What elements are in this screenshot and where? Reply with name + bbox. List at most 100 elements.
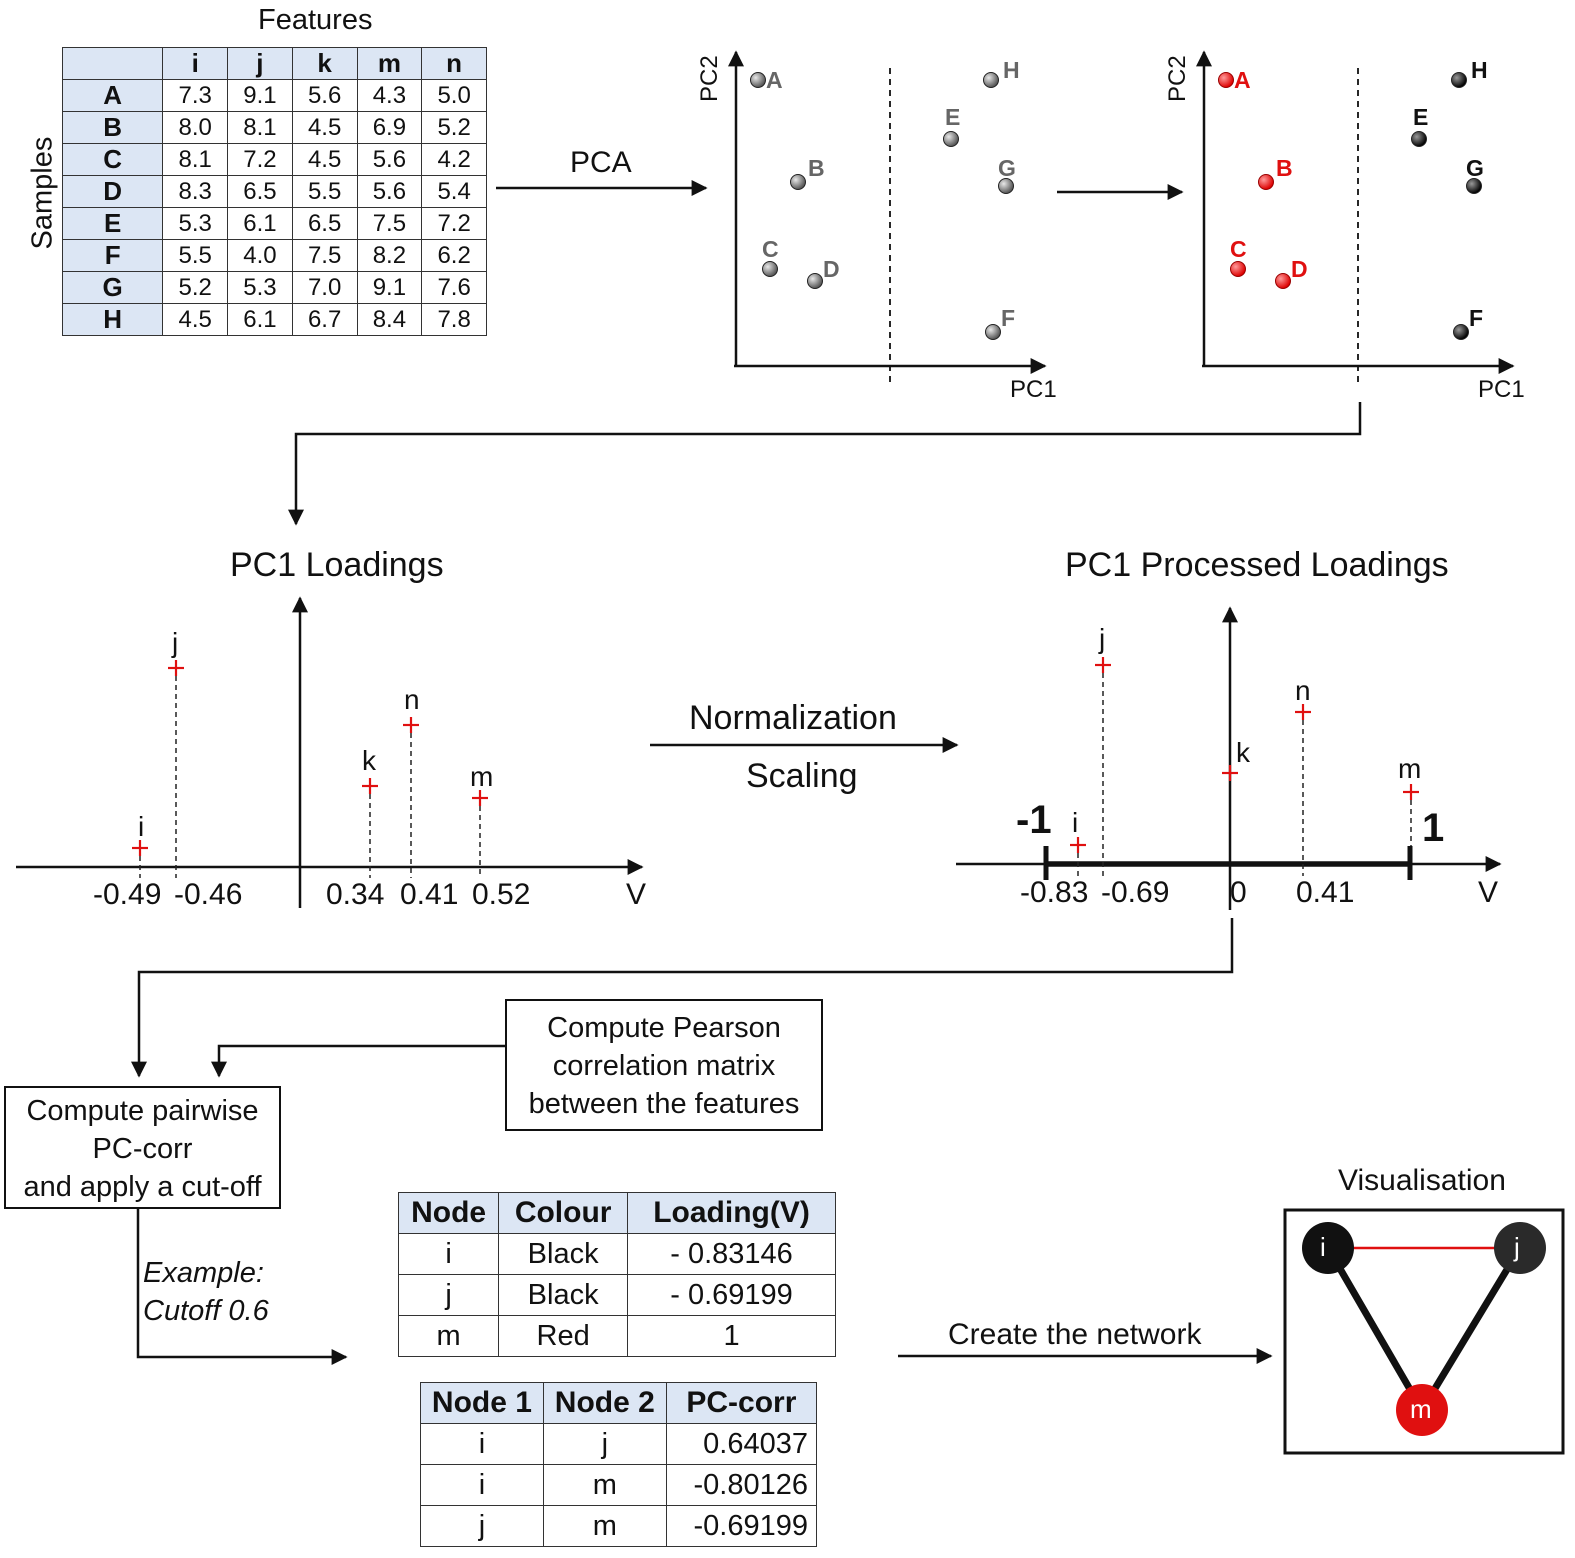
sample-label: G xyxy=(61,271,164,304)
example-note: Example: Cutoff 0.6 xyxy=(143,1254,269,1330)
pca-point-label-E: E xyxy=(1413,104,1428,130)
pearson-line: between the features xyxy=(528,1088,800,1120)
feature-value: 5.6 xyxy=(356,175,423,208)
feature-value: 5.3 xyxy=(162,207,229,240)
node-i-label: i xyxy=(1320,1232,1326,1262)
loading-label-j: j xyxy=(171,627,178,658)
processed-tick: -0.69 xyxy=(1101,876,1170,909)
sample-label: D xyxy=(61,175,164,208)
feature-value: 5.6 xyxy=(291,79,358,112)
feature-value: 9.1 xyxy=(227,79,293,112)
processed-label-n: n xyxy=(1295,675,1311,706)
feature-value: 6.1 xyxy=(227,303,293,336)
loadings-title: PC1 Loadings xyxy=(230,546,444,584)
pca-point-label-F: F xyxy=(1001,305,1015,331)
feature-value: 5.6 xyxy=(356,143,423,176)
loading-label-n: n xyxy=(404,684,420,715)
pca-point-label-C: C xyxy=(762,236,779,262)
loading-label-i: i xyxy=(138,811,144,842)
processed-label-m: m xyxy=(1398,753,1421,784)
pca-point-label-C: C xyxy=(1230,236,1247,262)
pca1-xlabel: PC1 xyxy=(1010,376,1057,403)
sample-label: F xyxy=(61,239,164,272)
feature-value: 7.2 xyxy=(227,143,293,176)
pca-point-label-H: H xyxy=(1471,57,1488,83)
edge_table-cell: m xyxy=(542,1464,667,1506)
features-column-header: m xyxy=(356,47,423,80)
feature-value: 6.2 xyxy=(421,239,487,272)
loadings-tick: 0.34 xyxy=(326,878,385,911)
edge_table-header: PC-corr xyxy=(665,1382,818,1424)
loading-label-m: m xyxy=(470,761,493,792)
loadings-tick: 0.52 xyxy=(472,878,531,911)
edge_table-cell: -0.80126 xyxy=(665,1464,818,1506)
node_table-cell: 1 xyxy=(627,1315,836,1357)
processed-bound-left: -1 xyxy=(1016,798,1052,842)
pca-label: PCA xyxy=(570,146,632,179)
processed-bound-right: 1 xyxy=(1422,806,1445,850)
node-j xyxy=(1494,1222,1546,1274)
feature-value: 8.2 xyxy=(356,239,423,272)
pca-point-label-G: G xyxy=(1466,155,1484,181)
edge-i-m xyxy=(1324,1246,1426,1412)
pca-point-F xyxy=(1453,324,1469,340)
pca-point-D xyxy=(1275,273,1291,289)
node-m-label: m xyxy=(1410,1394,1432,1424)
feature-value: 6.1 xyxy=(227,207,293,240)
feature-value: 4.2 xyxy=(421,143,487,176)
pca-point-A xyxy=(750,72,766,88)
pairwise-line: PC-corr xyxy=(92,1133,193,1165)
feature-value: 5.3 xyxy=(227,271,293,304)
node_table-header: Loading(V) xyxy=(627,1192,836,1234)
connector-to-loadings xyxy=(288,402,1362,526)
node_table-cell: Black xyxy=(498,1274,629,1316)
features-column-header: k xyxy=(291,47,358,80)
processed-label-j: j xyxy=(1098,623,1105,654)
feature-value: 5.4 xyxy=(421,175,487,208)
loadings-tick: -0.46 xyxy=(174,878,243,911)
samples-label: Samples xyxy=(26,136,59,250)
node_table-header: Node xyxy=(397,1192,500,1234)
feature-value: 5.2 xyxy=(421,111,487,144)
create-network-label: Create the network xyxy=(948,1318,1202,1351)
pca-point-label-D: D xyxy=(823,256,840,282)
edge_table-header: Node 1 xyxy=(420,1382,544,1424)
processed-tick: -0.83 xyxy=(1020,876,1089,909)
visualisation-title: Visualisation xyxy=(1338,1164,1506,1197)
node_table-cell: m xyxy=(397,1315,500,1357)
feature-value: 5.2 xyxy=(162,271,229,304)
node_table-cell: Black xyxy=(498,1233,629,1275)
pca-point-G xyxy=(1466,178,1482,194)
pca2-ylabel: PC2 xyxy=(1164,55,1191,102)
connector-to-pairwise xyxy=(131,918,1234,1078)
edge_table-cell: j xyxy=(542,1423,667,1465)
pca-point-H xyxy=(1451,72,1467,88)
node_table-cell: j xyxy=(397,1274,500,1316)
feature-value: 5.5 xyxy=(162,239,229,272)
feature-value: 8.3 xyxy=(162,175,229,208)
feature-value: 4.5 xyxy=(291,111,358,144)
pca-point-E xyxy=(1411,131,1427,147)
pearson-box: Compute Pearson correlation matrix betwe… xyxy=(505,999,823,1131)
processed-loadings-title: PC1 Processed Loadings xyxy=(1065,546,1449,584)
feature-value: 6.5 xyxy=(291,207,358,240)
feature-value: 7.5 xyxy=(291,239,358,272)
edge_table-header: Node 2 xyxy=(542,1382,667,1424)
pca-point-label-B: B xyxy=(1276,155,1293,181)
pca1-ylabel: PC2 xyxy=(696,55,723,102)
pca-point-A xyxy=(1218,72,1234,88)
feature-value: 7.3 xyxy=(162,79,229,112)
edge_table-cell: j xyxy=(420,1505,544,1547)
scaling-label: Scaling xyxy=(746,757,858,795)
sample-label: A xyxy=(61,79,164,112)
features-column-header: j xyxy=(227,47,293,80)
